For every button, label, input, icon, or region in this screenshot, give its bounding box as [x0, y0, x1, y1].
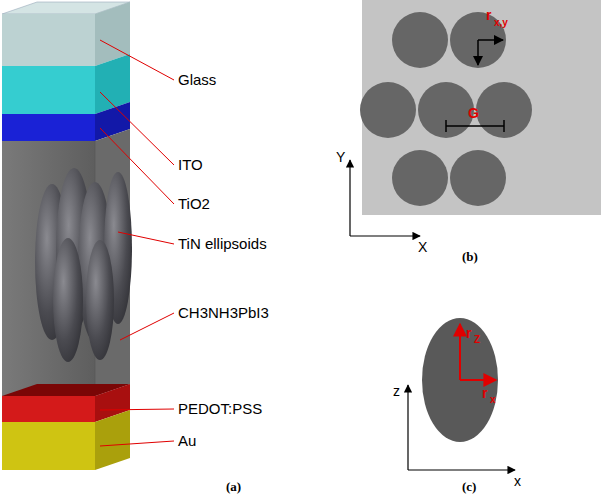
layer-label: Glass: [178, 72, 216, 87]
layer-label: CH3NH3PbI3: [178, 305, 269, 320]
panel-letter: (c): [462, 480, 476, 493]
radius-symbol: r: [466, 326, 471, 340]
leader-lines: [100, 40, 174, 446]
layer-label: PEDOT:PSS: [178, 401, 262, 416]
spacing-symbol: G: [468, 106, 479, 120]
radius-subscript: x: [490, 395, 496, 405]
side-view: [408, 318, 515, 470]
panel-letter: (a): [226, 480, 241, 493]
panel-letter: (b): [462, 250, 478, 263]
layer-stack: [2, 2, 132, 470]
radius-symbol: r: [482, 386, 487, 400]
radius-subscript: x,y: [494, 18, 508, 28]
radius-symbol: r: [486, 8, 491, 22]
axis-label: x: [514, 474, 521, 488]
axis-label: Y: [336, 150, 345, 164]
top-view: [350, 0, 601, 236]
layer-label: ITO: [178, 157, 203, 172]
radius-subscript: Z: [474, 335, 480, 345]
layer-label: TiN ellipsoids: [178, 236, 267, 251]
layer-label: TiO2: [178, 196, 210, 211]
axis-label: X: [418, 240, 427, 254]
axis-label: z: [393, 384, 400, 398]
layer-label: Au: [178, 433, 196, 448]
